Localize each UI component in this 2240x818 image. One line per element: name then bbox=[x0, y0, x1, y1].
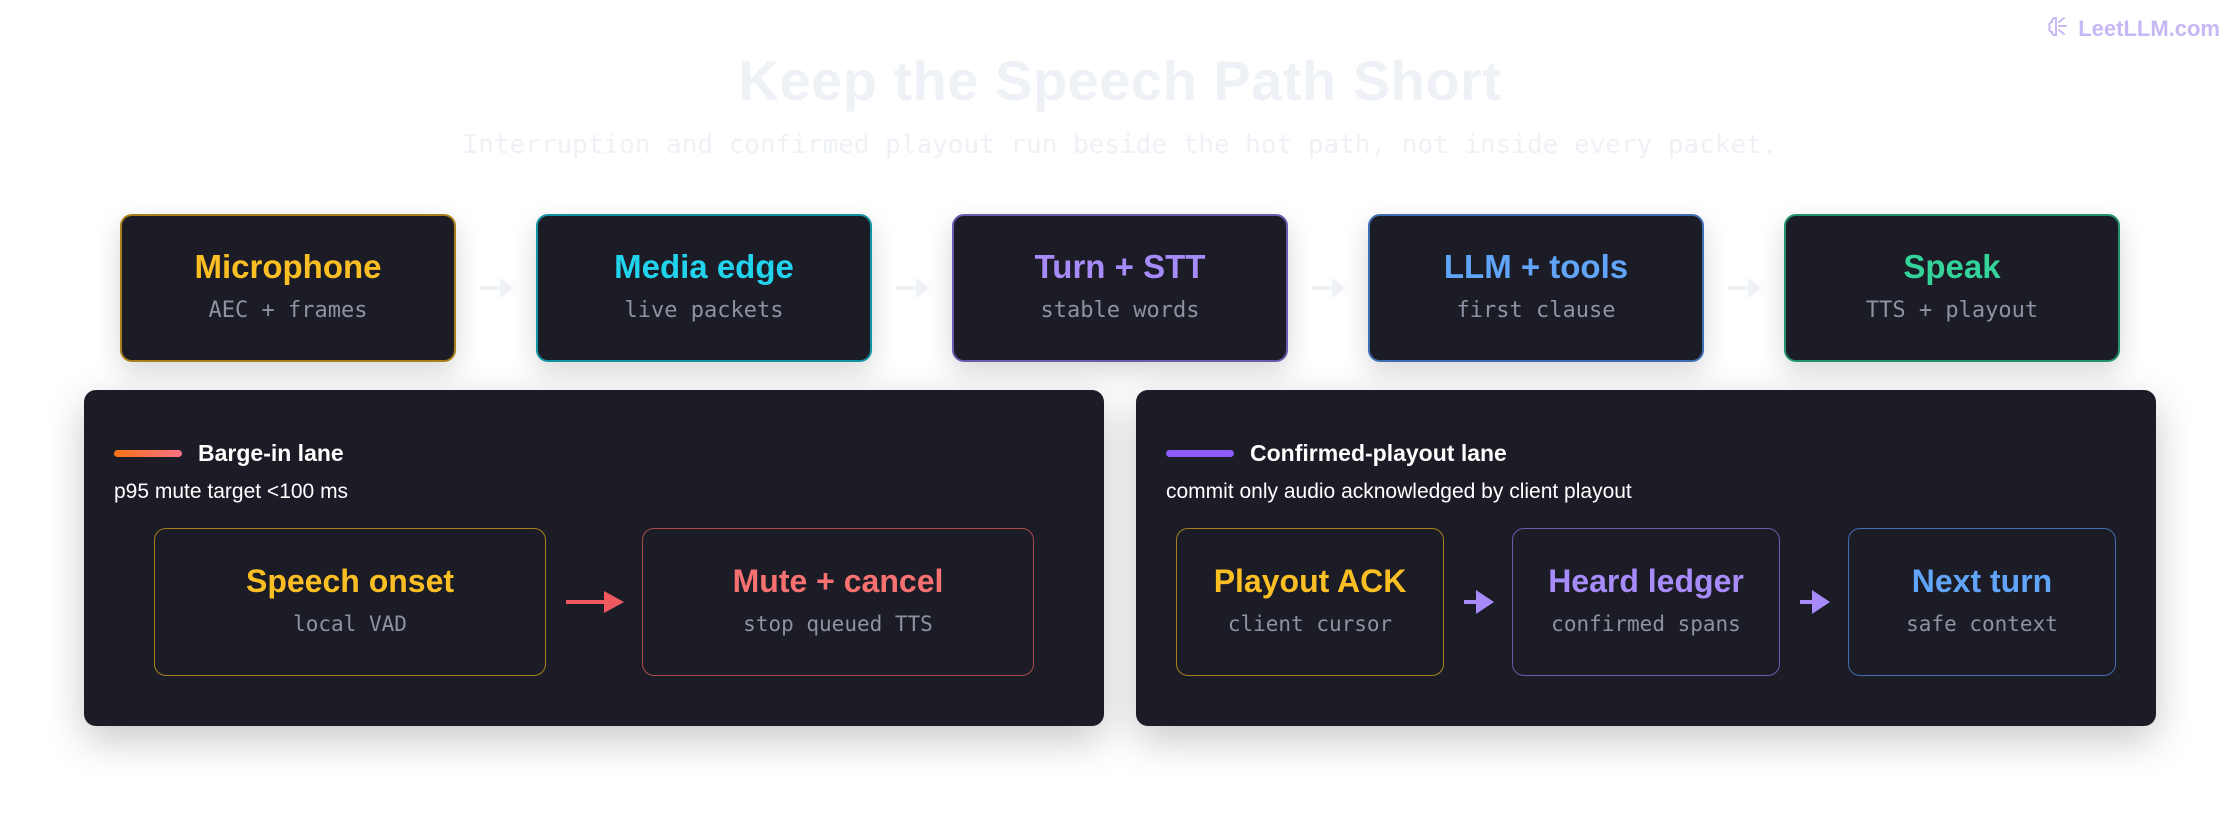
step-playout-ack: Playout ACK client cursor bbox=[1176, 528, 1444, 676]
step-name: Playout ACK bbox=[1213, 562, 1407, 599]
step-speech-onset: Speech onset local VAD bbox=[154, 528, 546, 676]
stage-name: Microphone bbox=[194, 247, 382, 285]
stage-llm-tools: LLM + tools first clause bbox=[1368, 214, 1704, 362]
step-name: Heard ledger bbox=[1548, 562, 1744, 599]
step-next-turn: Next turn safe context bbox=[1848, 528, 2116, 676]
step-name: Speech onset bbox=[245, 562, 455, 599]
step-heard-ledger: Heard ledger confirmed spans bbox=[1512, 528, 1780, 676]
page-title: Keep the Speech Path Short bbox=[738, 49, 1502, 112]
stage-speak: Speak TTS + playout bbox=[1784, 214, 2120, 362]
lane-color-bar bbox=[114, 450, 182, 457]
stage-media-edge: Media edge live packets bbox=[536, 214, 872, 362]
stage-desc: AEC + frames bbox=[208, 297, 368, 323]
stage-turn-stt: Turn + STT stable words bbox=[952, 214, 1288, 362]
stage-name: Media edge bbox=[614, 247, 794, 285]
confirmed-playout-lane: Confirmed-playout lane commit only audio… bbox=[1136, 390, 2156, 726]
step-desc: confirmed spans bbox=[1551, 611, 1741, 636]
page-subtitle: Interruption and confirmed playout run b… bbox=[462, 130, 1778, 160]
step-desc: safe context bbox=[1906, 611, 2058, 636]
arrow-right-icon bbox=[566, 591, 624, 613]
brand-logo[interactable]: LeetLLM.com bbox=[2046, 14, 2220, 44]
arrow-right-icon bbox=[1800, 590, 1830, 614]
lane-title: Barge-in lane bbox=[198, 440, 344, 466]
lane-header: Barge-in lane bbox=[114, 440, 344, 467]
step-desc: client cursor bbox=[1227, 611, 1393, 636]
stage-microphone: Microphone AEC + frames bbox=[120, 214, 456, 362]
lane-title: Confirmed-playout lane bbox=[1250, 440, 1507, 466]
step-desc: stop queued TTS bbox=[743, 611, 933, 636]
stage-desc: stable words bbox=[1040, 297, 1200, 323]
flow-arrow-icon bbox=[896, 278, 930, 298]
brain-icon bbox=[2046, 14, 2070, 44]
lane-note: p95 mute target <100 ms bbox=[114, 480, 349, 503]
flow-arrow-icon bbox=[1728, 278, 1762, 298]
step-mute-cancel: Mute + cancel stop queued TTS bbox=[642, 528, 1034, 676]
brand-label: LeetLLM.com bbox=[2078, 16, 2220, 41]
barge-in-lane: Barge-in lane p95 mute target <100 ms Sp… bbox=[84, 390, 1104, 726]
flow-arrow-icon bbox=[480, 278, 514, 298]
stage-name: Turn + STT bbox=[1034, 247, 1206, 285]
lane-note: commit only audio acknowledged by client… bbox=[1166, 480, 1632, 503]
stage-desc: TTS + playout bbox=[1865, 297, 2039, 323]
lane-header: Confirmed-playout lane bbox=[1166, 440, 1507, 467]
stage-desc: first clause bbox=[1456, 297, 1616, 323]
step-name: Next turn bbox=[1911, 562, 2053, 599]
step-name: Mute + cancel bbox=[732, 562, 944, 599]
lane-color-bar bbox=[1166, 450, 1234, 457]
stage-name: Speak bbox=[1903, 247, 2001, 285]
flow-arrow-icon bbox=[1312, 278, 1346, 298]
step-desc: local VAD bbox=[293, 611, 407, 636]
stage-name: LLM + tools bbox=[1443, 247, 1629, 285]
arrow-right-icon bbox=[1464, 590, 1494, 614]
stage-desc: live packets bbox=[624, 297, 784, 323]
